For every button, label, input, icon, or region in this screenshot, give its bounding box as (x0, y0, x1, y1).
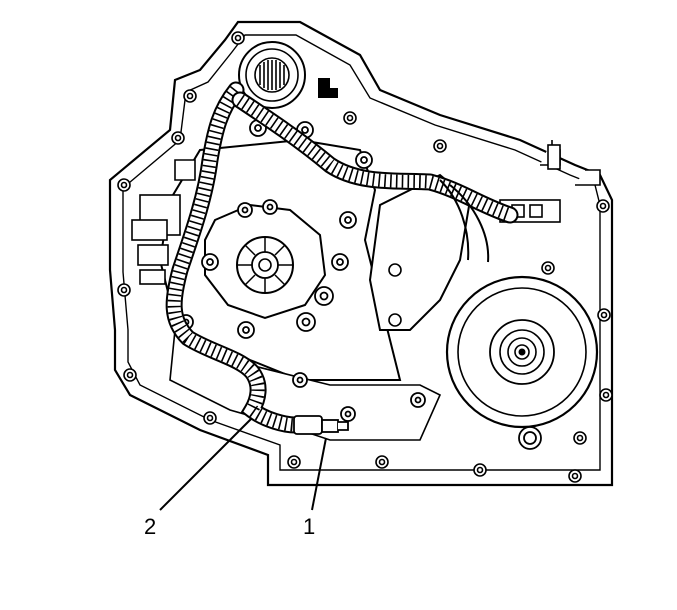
left-side-connectors (131, 159, 196, 285)
callout-leader-2 (159, 417, 253, 511)
wiring-harness-branch (439, 179, 470, 261)
accumulator-hub (204, 203, 327, 320)
case-inner-flange (122, 34, 601, 471)
callout-leader-1 (311, 437, 327, 511)
case-bolts (117, 31, 613, 483)
callout-label-2: 2 (144, 514, 156, 539)
callout-label-1: 1 (303, 514, 315, 539)
connector-bracket (318, 78, 338, 98)
harness-connector (293, 415, 349, 435)
case-pass-through-connector (238, 41, 306, 109)
lower-gear-bolt (518, 426, 542, 450)
valve-body-bolts (178, 119, 426, 422)
right-side-connectors (499, 140, 601, 223)
output-gear-assembly (445, 275, 599, 429)
